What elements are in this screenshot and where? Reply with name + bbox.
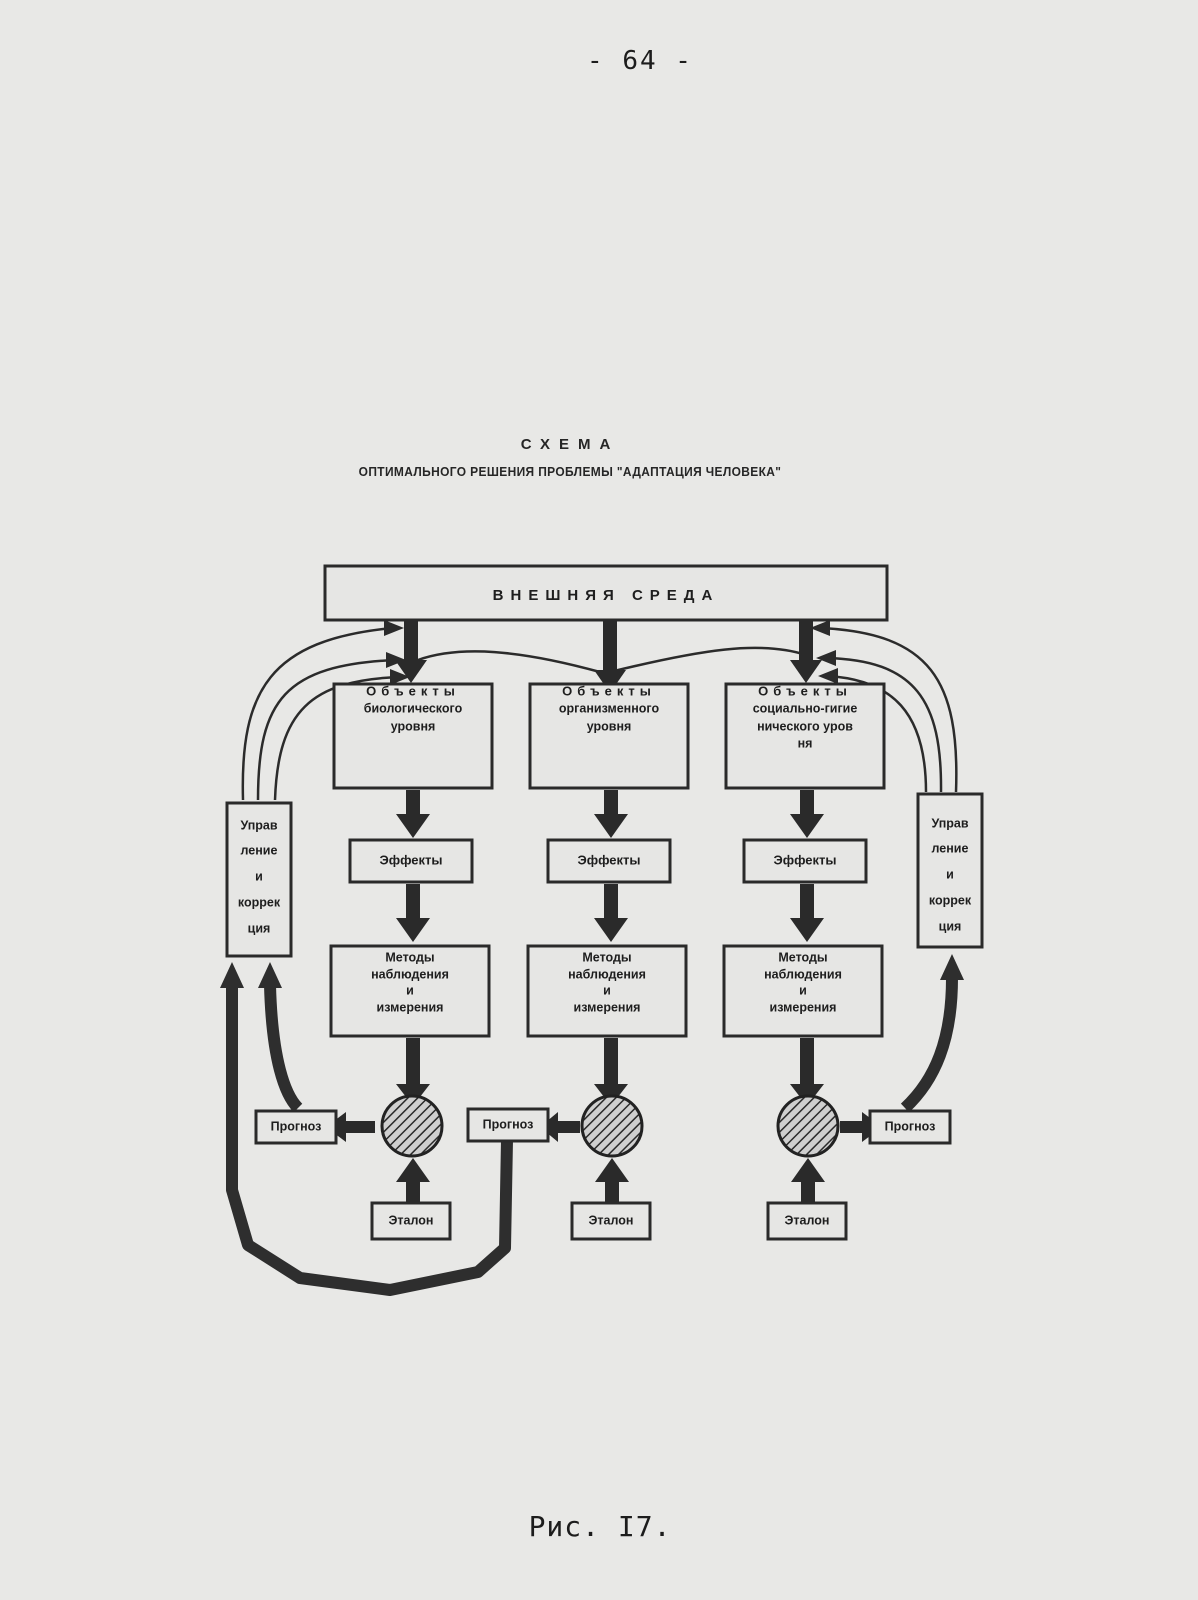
objects-line: нического уров xyxy=(757,719,853,733)
scheme-title: СХЕМА xyxy=(520,436,620,453)
environment-label: ВНЕШНЯЯ СРЕДА xyxy=(493,587,720,604)
forecast-right-link xyxy=(900,977,958,1113)
comparison-node xyxy=(580,1094,644,1158)
control-right-line: коррек xyxy=(929,893,972,907)
effects-box-social xyxy=(742,838,868,884)
forecast-box-right xyxy=(868,1109,952,1145)
column-social-hygienic: Объекты социально-гигие нического уров н… xyxy=(722,682,886,1241)
control-right-line: ция xyxy=(939,919,962,933)
standard-label: Эталон xyxy=(589,1213,634,1227)
forecast-box-left xyxy=(254,1109,338,1145)
methods-box-organism xyxy=(526,944,688,1038)
scheme-subtitle: ОПТИМАЛЬНОГО РЕШЕНИЯ ПРОБЛЕМЫ "АДАПТАЦИЯ… xyxy=(358,464,782,479)
effects-box-organism xyxy=(546,838,672,884)
figure-caption: Рис. I7. xyxy=(528,1510,672,1543)
methods-line: измерения xyxy=(770,1000,837,1014)
standard-label: Эталон xyxy=(785,1213,830,1227)
objects-line: организменного xyxy=(559,701,660,715)
column-biological: Объекты биологического уровня Эффекты Ме… xyxy=(326,682,494,1241)
objects-title: Объекты xyxy=(562,683,656,698)
comparison-node xyxy=(776,1094,840,1158)
methods-line: и xyxy=(406,983,414,997)
column-organism: Объекты организменного уровня Эффекты Ме… xyxy=(526,682,690,1241)
forecast-label-right: Прогноз xyxy=(885,1119,936,1133)
feedback-loop-arrowhead xyxy=(220,962,244,988)
effects-label: Эффекты xyxy=(577,852,640,867)
forecast-left-arrowhead xyxy=(258,962,282,988)
control-box-left xyxy=(225,801,293,958)
methods-line: наблюдения xyxy=(371,967,449,981)
control-left-line: и xyxy=(255,869,263,883)
comparison-node xyxy=(380,1094,444,1158)
objects-box-biological xyxy=(332,682,494,790)
control-box-right xyxy=(916,792,984,949)
effects-label: Эффекты xyxy=(379,852,442,867)
forecast-label-middle: Прогноз xyxy=(483,1117,534,1131)
forecast-box-middle xyxy=(466,1107,550,1143)
objects-line: ня xyxy=(798,736,813,750)
control-left-feedback xyxy=(241,626,401,801)
methods-line: и xyxy=(603,983,611,997)
objects-box-social xyxy=(724,682,886,790)
objects-line: уровня xyxy=(587,719,632,733)
standard-box-biological xyxy=(370,1201,452,1241)
control-right-line: ление xyxy=(932,841,969,855)
objects-title: Объекты xyxy=(758,683,852,698)
control-right-line: Управ xyxy=(931,816,968,830)
methods-box-biological xyxy=(329,944,491,1038)
methods-line: измерения xyxy=(377,1000,444,1014)
objects-title: Объекты xyxy=(366,683,460,698)
control-right-line: и xyxy=(946,867,954,881)
control-left-line: коррек xyxy=(238,895,281,909)
forecast-left-link xyxy=(264,984,303,1113)
methods-line: Методы xyxy=(385,950,434,964)
page-number: - 64 - xyxy=(587,46,693,76)
effects-label: Эффекты xyxy=(773,852,836,867)
methods-line: наблюдения xyxy=(568,967,646,981)
objects-box-organism xyxy=(528,682,690,790)
environment-box xyxy=(323,564,889,622)
methods-line: Методы xyxy=(778,950,827,964)
standard-label: Эталон xyxy=(389,1213,434,1227)
forecast-right-arrowhead xyxy=(940,954,964,980)
effects-box-biological xyxy=(348,838,474,884)
cross-links xyxy=(417,646,807,674)
methods-line: наблюдения xyxy=(764,967,842,981)
standard-box-social xyxy=(766,1201,848,1241)
objects-line: социально-гигие xyxy=(753,701,858,715)
control-left-line: ция xyxy=(248,921,271,935)
methods-box-social xyxy=(722,944,884,1038)
methods-line: измерения xyxy=(574,1000,641,1014)
forecast-label-left: Прогноз xyxy=(271,1119,322,1133)
objects-line: уровня xyxy=(391,719,436,733)
control-left-line: Управ xyxy=(240,818,277,832)
control-left-line: ление xyxy=(241,843,278,857)
standard-box-organism xyxy=(570,1201,652,1241)
control-right-feedback xyxy=(819,626,958,793)
methods-line: Методы xyxy=(582,950,631,964)
feedback-loop-line xyxy=(226,985,513,1296)
methods-line: и xyxy=(799,983,807,997)
env-arrows xyxy=(395,620,822,693)
objects-line: биологического xyxy=(364,701,463,715)
